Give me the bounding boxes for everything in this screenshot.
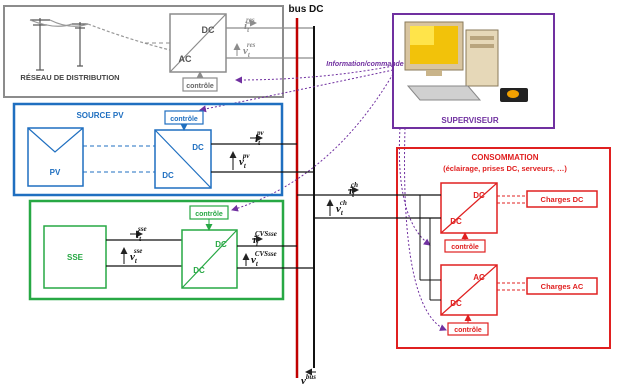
source-pv-group: SOURCE PV PV DC DC contrôle itpv vtpv xyxy=(12,102,314,197)
reseau-v-symbol: vtres xyxy=(243,41,256,59)
cons-frame xyxy=(396,147,611,349)
cons-v-symbol: vtch xyxy=(336,199,347,217)
pv-conv-bottom-label: DC xyxy=(162,171,174,180)
reseau-title: RÉSEAU DE DISTRIBUTION xyxy=(20,73,119,82)
cons-converter-dc-diagonal xyxy=(440,182,498,234)
pv-panel-icon xyxy=(27,127,84,153)
reseau-conv-bottom-label: AC xyxy=(179,54,192,64)
cons-controle2-label: contrôle xyxy=(454,327,482,334)
reseau-converter-diagonal xyxy=(169,13,227,73)
sse-block-label: SSE xyxy=(67,253,84,262)
cons-subtitle: (éclairage, prises DC, serveurs, …) xyxy=(443,164,567,173)
sse-cvs-i-symbol: itCVSsse xyxy=(253,230,277,248)
sse-conv-bottom-label: DC xyxy=(193,266,205,275)
reseau-i-symbol: itres xyxy=(244,16,255,34)
sse-controle-label: contrôle xyxy=(195,211,223,218)
pv-i-symbol: itpv xyxy=(255,129,265,147)
sse-cvs-v-symbol: vtCVSsse xyxy=(251,250,277,268)
superviseur-title: SUPERVISEUR xyxy=(441,116,498,125)
cons-title: CONSOMMATION xyxy=(472,153,539,162)
sse-v-symbol: vtsse xyxy=(130,247,142,265)
reseau-controle-label: contrôle xyxy=(186,83,214,90)
charges-dc-box xyxy=(526,190,598,208)
bus-dc-label: bus DC xyxy=(289,4,324,15)
consommation-group: CONSOMMATION (éclairage, prises DC, serv… xyxy=(297,147,611,349)
charges-ac-label: Charges AC xyxy=(541,282,584,291)
cons-i-symbol: itch xyxy=(349,181,358,199)
cons-conv1-bottom-label: DC xyxy=(450,217,462,226)
charges-dc-label: Charges DC xyxy=(541,195,585,204)
pv-panel xyxy=(27,127,84,187)
reseau-frame xyxy=(3,5,284,98)
cons-converter-ac-diagonal xyxy=(440,264,498,316)
charges-ac-box xyxy=(526,277,598,295)
info-command-label: Information/commande xyxy=(326,61,404,68)
cons-conv2-bottom-label: DC xyxy=(450,299,462,308)
pv-conv-right-label: DC xyxy=(192,143,204,152)
pv-frame xyxy=(12,102,284,197)
bus-v-symbol: vbus xyxy=(301,373,316,387)
pv-panel-label: PV xyxy=(50,168,61,177)
cons-controle1-label: contrôle xyxy=(451,244,479,251)
sse-group: SSE itsse vtsse DC DC contrôle itCVSsse … xyxy=(28,199,314,301)
sse-i-symbol: itsse xyxy=(136,225,147,243)
sse-conv-right-label: DC xyxy=(215,240,227,249)
computer-icon xyxy=(404,21,528,102)
reseau-distribution-group: DC AC contrôle RÉSEAU DE DISTRIBUTION it… xyxy=(3,5,314,98)
pv-converter-diagonal xyxy=(154,129,212,189)
sse-converter-diagonal xyxy=(181,229,238,289)
pv-v-symbol: vtpv xyxy=(239,152,250,170)
sse-block xyxy=(43,225,107,289)
sse-frame xyxy=(28,199,285,301)
cons-conv1-top-label: DC xyxy=(473,191,485,200)
reseau-conv-top-label: DC xyxy=(202,25,215,35)
pv-controle-label: contrôle xyxy=(170,116,198,123)
pylon-icon xyxy=(29,18,171,71)
cons-conv2-top-label: AC xyxy=(473,273,485,282)
superviseur-group: SUPERVISEUR xyxy=(392,13,555,129)
pv-title: SOURCE PV xyxy=(76,111,124,120)
